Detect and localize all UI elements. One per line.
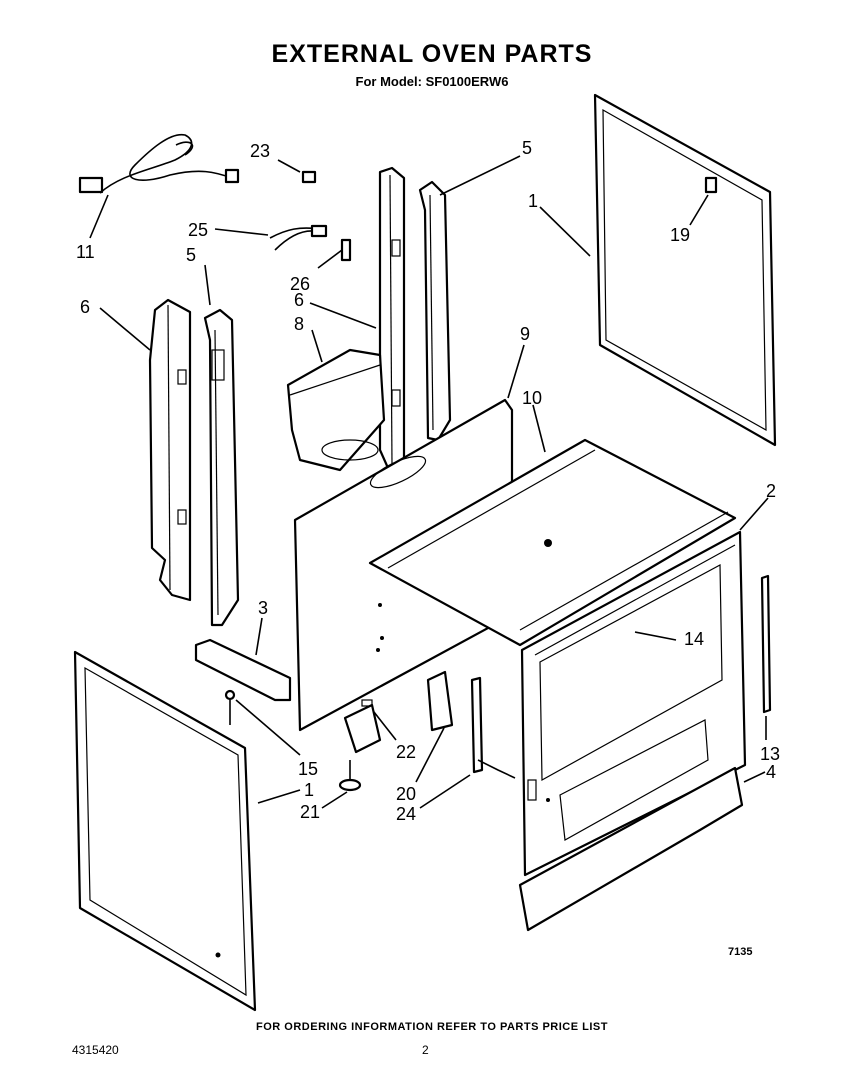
- side-panel-right: [593, 93, 777, 447]
- hinge-bracket-left: [203, 308, 240, 627]
- callout-11: 11: [76, 242, 95, 262]
- callout-6-left: 6: [80, 297, 90, 317]
- bracket-part-3: [194, 638, 292, 702]
- vent-duct-part: [286, 348, 386, 472]
- leader-lines: [89, 155, 769, 809]
- callout-9: 9: [520, 324, 530, 344]
- callout-5-left: 5: [186, 245, 196, 265]
- model-subtitle: For Model: SF0100ERW6: [355, 74, 509, 89]
- callout-26: 26: [290, 274, 310, 294]
- top-panel-part: [368, 438, 737, 647]
- wire-harness-part: [269, 224, 328, 251]
- callout-1-left: 1: [304, 780, 314, 800]
- document-number: 4315420: [72, 1043, 119, 1057]
- callout-23: 23: [250, 141, 270, 161]
- power-cord-part: [78, 134, 240, 194]
- bracket-part-20: [426, 670, 454, 732]
- footer-note: FOR ORDERING INFORMATION REFER TO PARTS …: [256, 1021, 608, 1033]
- leg-bracket-part: [343, 699, 382, 754]
- callout-8: 8: [294, 314, 304, 334]
- clip-part-19: [704, 176, 718, 194]
- page-number: 2: [422, 1043, 429, 1057]
- callout-13: 13: [760, 744, 780, 764]
- callout-21: 21: [300, 802, 320, 822]
- callout-5-right: 5: [522, 138, 532, 158]
- callout-19: 19: [670, 225, 690, 245]
- callout-22: 22: [396, 742, 416, 762]
- callout-3: 3: [258, 598, 268, 618]
- leveling-leg-part: [338, 760, 362, 792]
- screw-part-15: [224, 689, 236, 725]
- callout-4: 4: [766, 762, 776, 782]
- callout-20: 20: [396, 784, 416, 804]
- callout-14: 14: [684, 629, 704, 649]
- callout-25: 25: [188, 220, 208, 240]
- door-hinge-part: [470, 676, 516, 779]
- kick-panel-part: [518, 766, 744, 932]
- connector-part-26: [340, 238, 352, 262]
- front-frame-part: [520, 530, 747, 877]
- side-strip-part: [760, 574, 772, 714]
- side-trim-right: [378, 166, 406, 472]
- hinge-bracket-right: [418, 180, 452, 442]
- callout-6-right: 6: [294, 290, 304, 310]
- callout-2: 2: [766, 481, 776, 501]
- callout-15: 15: [298, 759, 318, 779]
- callout-10: 10: [522, 388, 542, 408]
- side-panel-left: [73, 650, 257, 1012]
- callout-24: 24: [396, 804, 416, 824]
- figure-code: 7135: [728, 946, 753, 958]
- page-title: EXTERNAL OVEN PARTS: [271, 40, 593, 68]
- callout-1-right: 1: [528, 191, 538, 211]
- clip-part-23: [301, 170, 317, 184]
- side-trim-left: [148, 298, 192, 602]
